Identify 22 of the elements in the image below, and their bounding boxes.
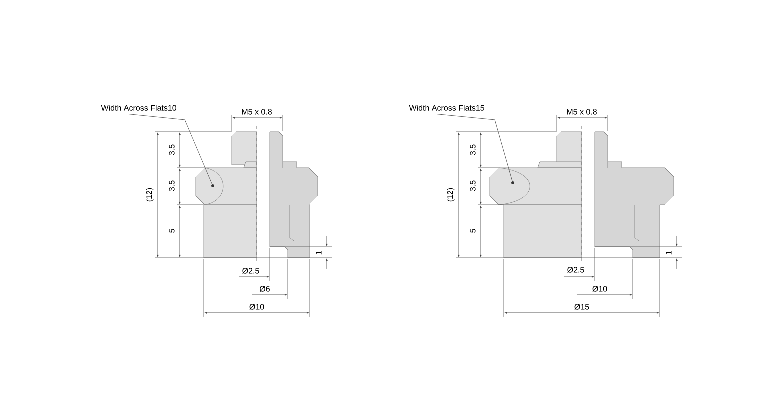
dimension-label: 3.5 bbox=[169, 180, 175, 192]
dimension-label: Ø10 bbox=[592, 286, 608, 292]
dimension-label: 5 bbox=[470, 229, 476, 233]
callout-text: Width Across Flats10 bbox=[101, 105, 177, 111]
dimension-label: 5 bbox=[169, 229, 175, 233]
dimension-label: Ø2.5 bbox=[242, 268, 260, 274]
leader-line bbox=[128, 114, 213, 185]
dimension-label: (12) bbox=[146, 188, 154, 202]
dimension-label: 3.5 bbox=[169, 144, 175, 156]
leader-line bbox=[436, 114, 513, 182]
dimension-label: Ø2.5 bbox=[568, 267, 584, 273]
dimension-label: M5 x 0.8 bbox=[242, 109, 272, 115]
dimension-label: Ø15 bbox=[574, 304, 590, 310]
dimension-label: 3.5 bbox=[470, 144, 476, 156]
dimension-label: 1 bbox=[316, 251, 322, 255]
callout-text: Width Across Flats15 bbox=[409, 105, 484, 111]
dimension-label: (12) bbox=[447, 188, 455, 202]
dimension-label: Ø10 bbox=[250, 304, 264, 310]
dimension-label: M5 x 0.8 bbox=[567, 109, 597, 115]
dimension-label: 3.5 bbox=[470, 180, 476, 192]
dimension-label: Ø6 bbox=[260, 286, 270, 292]
dimension-label: 1 bbox=[666, 251, 672, 255]
